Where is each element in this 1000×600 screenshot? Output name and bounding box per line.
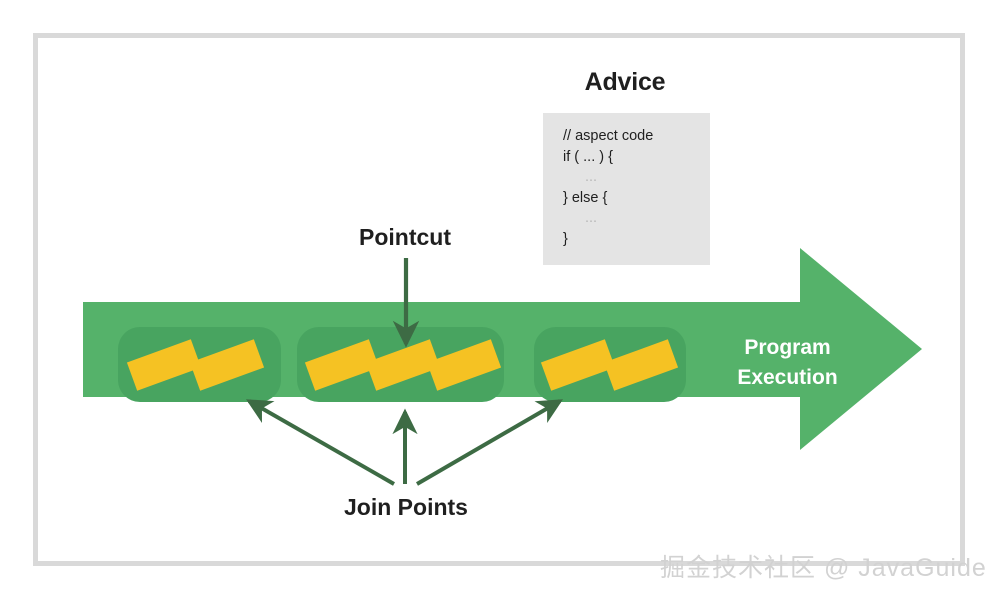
join-point-shape [540,339,616,391]
advice-code-ellipsis-1: ... [585,169,598,185]
join-point-shape [603,339,679,391]
pointcut-label: Pointcut [359,224,451,250]
join-points-label: Join Points [344,494,468,520]
advice-title: Advice [584,68,666,96]
advice-code-else: } else { [563,189,608,206]
program-execution-label: Program Execution [700,333,875,393]
advice-code-ellipsis-2: ... [585,210,598,226]
join-point-group-1[interactable] [118,327,281,402]
join-point-shape [365,339,441,391]
program-execution-label-line2: Execution [737,366,838,389]
advice-code-text: // aspect code if ( ... ) { ... } else {… [563,126,703,249]
join-points-annotation-arrow-left [245,399,395,486]
join-point-shape [304,339,380,391]
join-point-shape [426,339,502,391]
join-point-group-3[interactable] [534,327,686,402]
advice-code-close-brace: } [563,230,568,247]
watermark-text: 掘金技术社区 @ JavaGuide [660,554,987,582]
join-point-shape [126,339,202,391]
advice-code-box [543,113,710,265]
join-point-shape [189,339,265,391]
join-points-annotation-arrow-right [415,399,564,486]
program-execution-label-line1: Program [744,336,831,359]
advice-code-head: // aspect code if ( ... ) { [563,128,654,165]
join-point-group-2[interactable] [297,327,504,402]
